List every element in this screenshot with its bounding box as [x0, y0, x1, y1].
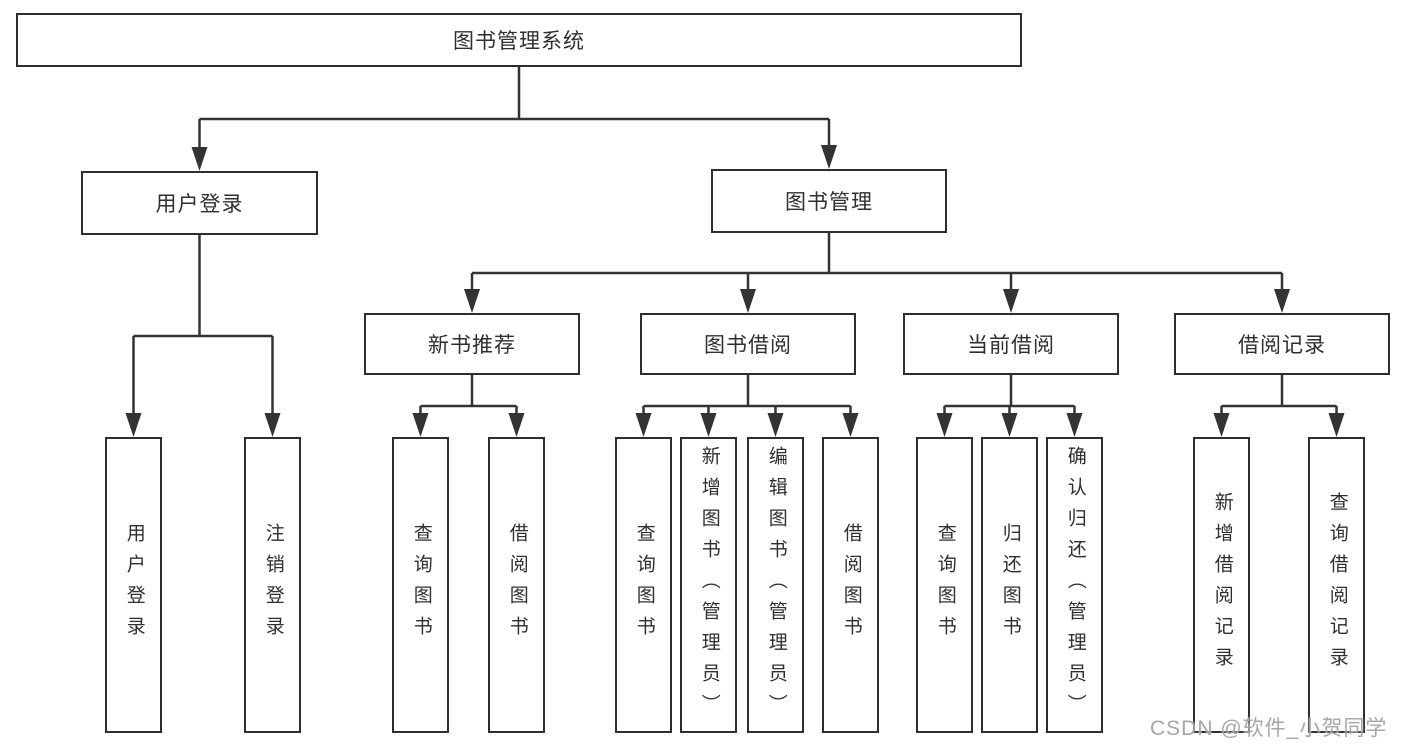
- leaf-edit-book-admin-label: 编辑图书（管理员）: [765, 445, 787, 725]
- edge-new-book-to-leaves: [419, 375, 518, 415]
- leaf-return-books-label: 归还图书: [999, 523, 1021, 647]
- node-book-borrowing-label: 图书借阅: [704, 334, 792, 357]
- leaf-add-borrow-record-label: 新增借阅记录: [1211, 492, 1233, 678]
- node-new-book-recommend-label: 新书推荐: [428, 334, 516, 357]
- leaf-return-books: 归还图书: [981, 437, 1038, 733]
- node-book-management: 图书管理: [711, 169, 947, 233]
- arrow-down-icon: [464, 289, 480, 313]
- arrow-down-icon: [1066, 413, 1083, 437]
- arrow-down-icon: [1213, 413, 1230, 437]
- csdn-watermark: CSDN @软件_小贺同学: [1150, 717, 1388, 740]
- arrow-down-icon: [191, 147, 208, 171]
- leaf-confirm-return-admin-label: 确认归还（管理员）: [1064, 445, 1086, 725]
- arrow-down-icon: [1001, 413, 1018, 437]
- arrow-down-icon: [821, 145, 837, 169]
- leaf-query-books-recommend-label: 查询图书: [410, 523, 432, 647]
- arrowheads: [125, 145, 1345, 437]
- node-user-login: 用户登录: [81, 171, 318, 235]
- leaf-query-books-current: 查询图书: [916, 437, 973, 733]
- leaf-borrow-books-recommend-label: 借阅图书: [506, 523, 528, 647]
- node-new-book-recommend: 新书推荐: [364, 313, 580, 375]
- arrow-down-icon: [1274, 289, 1290, 313]
- edge-book-management-to-level3: [470, 233, 1284, 291]
- leaf-query-borrow-record: 查询借阅记录: [1308, 437, 1365, 733]
- leaf-borrow-books-borrowing: 借阅图书: [822, 437, 879, 733]
- node-current-borrowing: 当前借阅: [903, 313, 1119, 375]
- leaf-query-books-recommend: 查询图书: [392, 437, 449, 733]
- arrow-down-icon: [1328, 413, 1345, 437]
- node-borrowing-records-label: 借阅记录: [1238, 334, 1326, 357]
- leaf-add-borrow-record: 新增借阅记录: [1193, 437, 1250, 733]
- arrow-down-icon: [842, 413, 859, 437]
- node-user-login-label: 用户登录: [155, 193, 244, 216]
- edge-root-to-level2: [198, 67, 831, 149]
- arrow-down-icon: [740, 289, 756, 313]
- leaf-query-books-borrowing-label: 查询图书: [633, 523, 655, 647]
- edge-book-borrowing-to-leaves: [642, 375, 852, 415]
- leaf-logout-label: 注销登录: [262, 523, 284, 647]
- arrow-down-icon: [125, 413, 142, 437]
- edge-current-borrowing-to-leaves: [943, 375, 1076, 415]
- arrow-down-icon: [700, 413, 717, 437]
- edge-user-login-to-leaves: [132, 235, 274, 415]
- arrow-down-icon: [635, 413, 652, 437]
- edge-borrowing-records-to-leaves: [1220, 375, 1338, 415]
- leaf-logout: 注销登录: [244, 437, 301, 733]
- node-current-borrowing-label: 当前借阅: [967, 334, 1055, 357]
- node-borrowing-records: 借阅记录: [1174, 313, 1390, 375]
- node-book-borrowing: 图书借阅: [640, 313, 856, 375]
- node-library-system-label: 图书管理系统: [453, 30, 585, 53]
- arrow-down-icon: [508, 413, 525, 437]
- leaf-edit-book-admin: 编辑图书（管理员）: [747, 437, 804, 733]
- leaf-borrow-books-recommend: 借阅图书: [488, 437, 545, 733]
- leaf-confirm-return-admin: 确认归还（管理员）: [1046, 437, 1103, 733]
- leaf-query-borrow-record-label: 查询借阅记录: [1326, 492, 1348, 678]
- arrow-down-icon: [1003, 289, 1019, 313]
- arrow-down-icon: [936, 413, 953, 437]
- arrow-down-icon: [412, 413, 429, 437]
- leaf-add-book-admin: 新增图书（管理员）: [680, 437, 737, 733]
- arrow-down-icon: [264, 413, 281, 437]
- leaf-user-login: 用户登录: [105, 437, 162, 733]
- leaf-borrow-books-borrowing-label: 借阅图书: [840, 523, 862, 647]
- leaf-query-books-borrowing: 查询图书: [615, 437, 672, 733]
- leaf-add-book-admin-label: 新增图书（管理员）: [698, 445, 720, 725]
- arrow-down-icon: [767, 413, 784, 437]
- connector-paths: [132, 67, 1338, 415]
- leaf-query-books-current-label: 查询图书: [934, 523, 956, 647]
- node-library-system: 图书管理系统: [16, 13, 1022, 67]
- node-book-management-label: 图书管理: [785, 191, 873, 214]
- leaf-user-login-label: 用户登录: [123, 523, 145, 647]
